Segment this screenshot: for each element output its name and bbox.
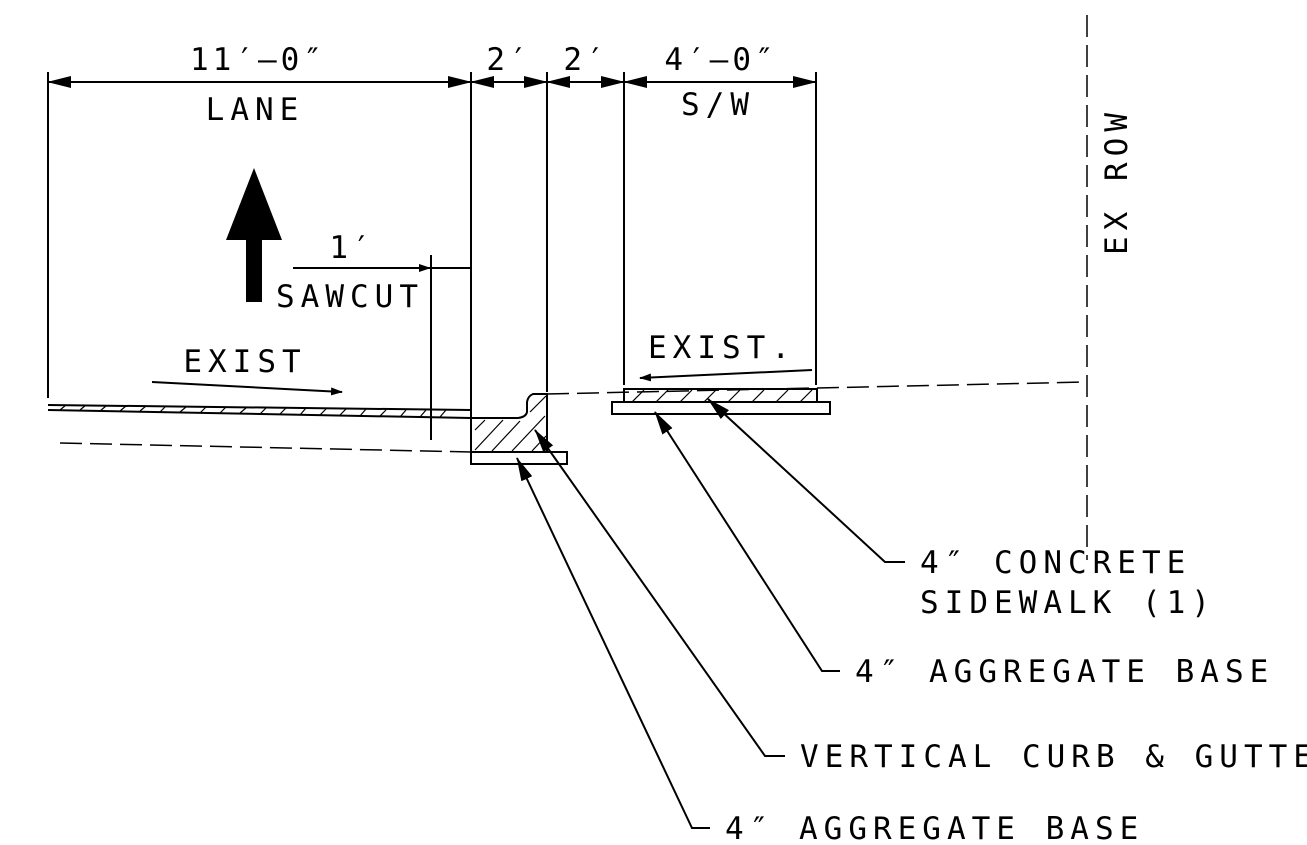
up-arrow-icon bbox=[226, 168, 282, 302]
lane-width-dimension: 11′–0″ bbox=[190, 42, 326, 78]
sidewalk-label: S/W bbox=[681, 87, 755, 123]
sidewalk-aggregate-base-callout: 4″ AGGREGATE BASE bbox=[855, 654, 1274, 690]
exist-pavement-slope-arrow bbox=[151, 381, 343, 396]
lane-label: LANE bbox=[206, 92, 305, 128]
exist-sidewalk-label: EXIST. bbox=[648, 330, 796, 366]
sawcut-label: SAWCUT bbox=[276, 279, 424, 315]
curb-aggregate-base-callout: 4″ AGGREGATE BASE bbox=[725, 811, 1144, 845]
exist-pavement-label: EXIST bbox=[183, 344, 306, 380]
concrete-sidewalk-callout: 4″ CONCRETE bbox=[920, 545, 1191, 581]
leader-lines bbox=[516, 398, 905, 829]
existing-pavement bbox=[47, 404, 472, 453]
gutter-width-dimension: 2′ bbox=[486, 42, 531, 78]
exist-sidewalk-slope-arrow bbox=[639, 369, 813, 382]
curb-gutter-callout: VERTICAL CURB & GUTTER bbox=[800, 739, 1307, 775]
sawcut-width-dimension: 1′ bbox=[329, 230, 374, 266]
extension-lines bbox=[47, 72, 817, 410]
row-label: EX ROW bbox=[1099, 107, 1135, 255]
concrete-sidewalk-callout-line2: SIDEWALK (1) bbox=[920, 585, 1216, 621]
buffer-width-dimension: 2′ bbox=[563, 42, 608, 78]
sidewalk-width-dimension: 4′–0″ bbox=[664, 42, 777, 78]
